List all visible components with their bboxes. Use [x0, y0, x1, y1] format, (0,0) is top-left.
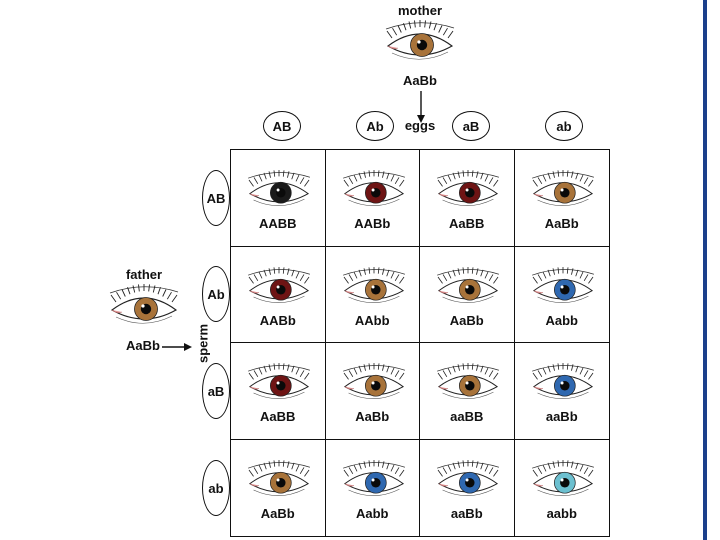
eye-icon [243, 266, 315, 307]
egg-allele-ab: ab [545, 111, 583, 141]
father-genotype: AaBb [126, 338, 160, 353]
sperm-label: sperm [195, 323, 211, 364]
genotype-label: aaBb [545, 409, 578, 424]
genotype-label: AaBb [544, 216, 579, 231]
eye-icon [432, 170, 504, 210]
sperm-allele-Ab: Ab [202, 266, 230, 322]
punnett-cell: aaBb [420, 439, 515, 536]
eye-icon [432, 266, 504, 307]
egg-allele-AB: AB [263, 111, 301, 141]
genotype-label: aaBB [450, 409, 484, 424]
eye-icon [432, 363, 504, 403]
eye-icon [527, 363, 599, 403]
punnett-cell: AAbb [325, 246, 420, 343]
punnett-cell: AaBB [231, 343, 326, 440]
eye-icon [338, 459, 410, 500]
father-arrow [162, 343, 192, 351]
egg-allele-aB: aB [452, 111, 490, 141]
punnett-cell: AABb [325, 150, 420, 247]
sperm-allele-ab: ab [202, 460, 230, 516]
father-label: father [125, 267, 163, 282]
eggs-label: eggs [404, 118, 436, 133]
genotype-label: AaBb [260, 505, 295, 521]
mother-genotype: AaBb [403, 73, 437, 88]
genotype-label: aaBb [450, 505, 483, 521]
mother-eye [384, 20, 456, 64]
eye-icon [527, 459, 599, 500]
genotype-label: AaBb [355, 409, 390, 424]
genotype-label: AABb [354, 216, 391, 231]
father-eye [108, 284, 180, 328]
punnett-square: AABB AABb AaBB AaBb AABb [230, 149, 610, 537]
genotype-label: AaBB [260, 409, 296, 424]
punnett-cell: aaBB [420, 343, 515, 440]
mother-label: mother [397, 3, 443, 18]
genotype-label: Aabb [545, 312, 579, 328]
sperm-allele-AB: AB [202, 170, 230, 226]
eye-icon [338, 363, 410, 403]
eye-icon [527, 266, 599, 307]
genotype-label: AaBb [449, 312, 484, 328]
punnett-cell: AaBB [420, 150, 515, 247]
egg-allele-Ab: Ab [356, 111, 394, 141]
mother-arrow [417, 91, 425, 123]
eye-icon [243, 170, 315, 210]
genotype-label: AAbb [354, 312, 390, 328]
genotype-label: Aabb [356, 505, 389, 521]
eye-icon [243, 363, 315, 403]
punnett-cell: Aabb [326, 439, 420, 536]
genotype-label: AABb [259, 312, 296, 328]
punnett-cell: aaBb [514, 343, 609, 440]
eye-icon [432, 459, 504, 500]
eye-icon [527, 170, 599, 210]
eye-icon [243, 459, 315, 500]
genotype-label: aabb [546, 505, 577, 521]
eye-icon [338, 266, 410, 307]
frame-accent-strip [703, 0, 720, 540]
punnett-cell: AaBb [325, 343, 420, 440]
punnett-cell: AABB [231, 150, 326, 247]
punnett-cell: AaBb [514, 150, 609, 247]
genotype-label: AABB [258, 216, 297, 231]
sperm-allele-aB: aB [202, 363, 230, 419]
genotype-label: AaBB [449, 216, 485, 231]
punnett-cell: aabb [515, 440, 610, 537]
eye-icon [338, 170, 410, 210]
punnett-cell: AaBb [231, 439, 326, 536]
punnett-cell: AABb [231, 246, 326, 343]
punnett-cell: Aabb [514, 247, 609, 343]
punnett-cell: AaBb [420, 246, 515, 343]
